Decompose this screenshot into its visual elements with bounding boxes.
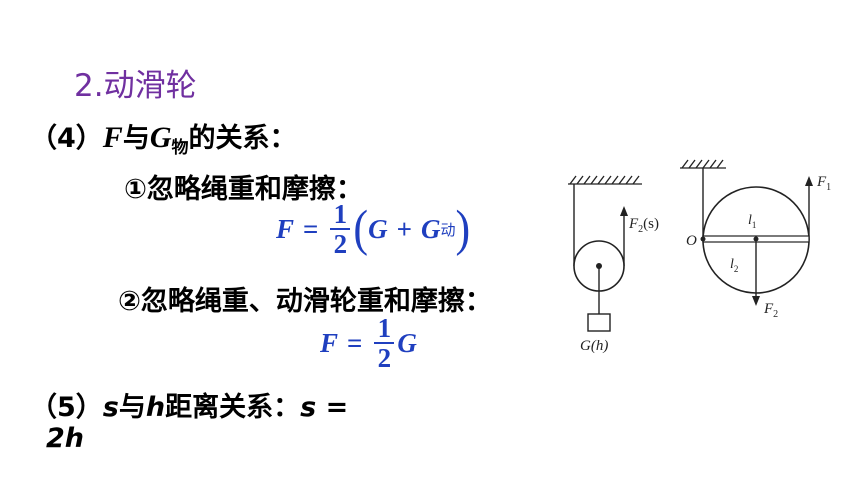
lever-equivalent-diagram: O F1 F2 l1 l2 xyxy=(680,159,831,320)
l1-label: l1 xyxy=(748,213,756,230)
case-1-text: ①忽略绳重和摩擦： xyxy=(124,174,363,205)
weight-block xyxy=(587,313,611,332)
formula-1-lhs: F xyxy=(276,213,295,244)
distance-relation-rhs: 2h xyxy=(46,423,85,454)
case-2-text: ②忽略绳重、动滑轮重和摩擦： xyxy=(118,286,492,317)
relation-text: 距离关系： xyxy=(165,392,301,423)
arrow-up-icon xyxy=(805,176,813,186)
formula-1-g2-subscript: 动 xyxy=(440,222,456,239)
weight-label: G(h) xyxy=(580,338,608,354)
equals-sign: = xyxy=(316,392,349,423)
formula-1-g2: G xyxy=(420,213,441,244)
formula-2-fraction: 1 2 xyxy=(374,313,395,373)
formula-1-numerator: 1 xyxy=(333,199,348,229)
formula-1-eq: = xyxy=(303,213,319,244)
arrow-down-icon xyxy=(752,296,760,306)
fulcrum-label: O xyxy=(686,233,697,249)
f2-label: F2 xyxy=(763,301,778,320)
left-paren: ( xyxy=(353,200,369,257)
formula-2-denominator: 2 xyxy=(377,343,392,373)
formula-1-g: G xyxy=(368,213,388,244)
formula-2: F = 1 2 G xyxy=(320,314,417,372)
center-point xyxy=(753,236,759,242)
fraction-bar xyxy=(330,228,351,230)
heading-suffix: 的关系： xyxy=(188,123,297,154)
connector-text: 与 xyxy=(118,392,146,423)
ceiling-hatch xyxy=(568,175,642,185)
symbol-h: h xyxy=(145,392,166,423)
symbol-s2: s xyxy=(300,392,317,423)
formula-1-denominator: 2 xyxy=(333,229,348,259)
symbol-f: F xyxy=(102,121,123,154)
item-number: （5） xyxy=(30,392,103,423)
fulcrum-point xyxy=(700,236,706,242)
formula-1-fraction: 1 2 xyxy=(330,199,351,259)
f1-label: F1 xyxy=(816,174,831,193)
fraction-bar xyxy=(374,342,395,344)
distance-relation: （5）s与h距离关系：s = xyxy=(30,385,348,424)
ceiling-hatch xyxy=(680,159,726,169)
right-paren: ) xyxy=(455,200,471,257)
section-title: 2.动滑轮 xyxy=(74,68,197,104)
formula-2-lhs: F xyxy=(320,327,339,358)
relation-heading: （4）F与G物的关系： xyxy=(30,116,296,158)
formula-2-g: G xyxy=(397,327,417,358)
force-label: F2(s) xyxy=(628,216,659,235)
symbol-s: s xyxy=(102,392,119,423)
l2-label: l2 xyxy=(730,257,738,274)
formula-2-numerator: 1 xyxy=(377,313,392,343)
formula-2-eq: = xyxy=(347,327,363,358)
symbol-g-subscript: 物 xyxy=(171,138,189,158)
formula-1-plus: + xyxy=(396,213,412,244)
arrow-up-icon xyxy=(620,206,628,216)
item-number: （4） xyxy=(30,123,103,154)
symbol-g: G xyxy=(149,121,172,154)
connector-text: 与 xyxy=(122,123,150,154)
movable-pulley-diagram: F2(s) G(h) xyxy=(568,175,659,354)
